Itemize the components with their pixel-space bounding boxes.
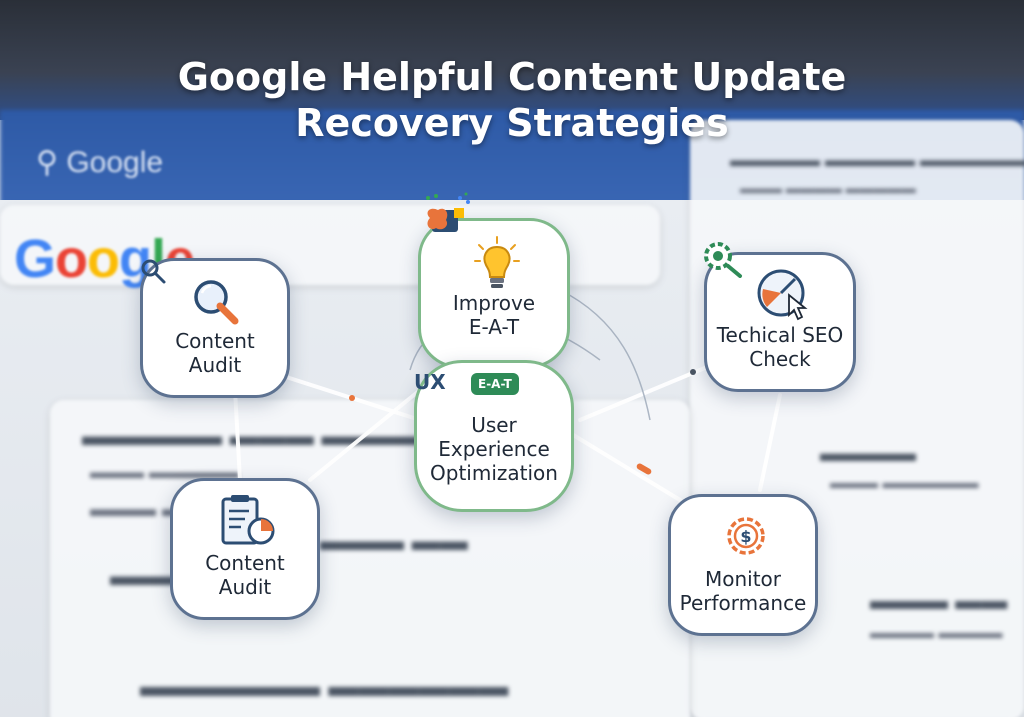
node-label: Content Audit xyxy=(175,329,255,377)
ux-mark: UX xyxy=(414,370,446,394)
sparkle-puzzle-icon xyxy=(426,192,470,232)
gauge-cursor-icon xyxy=(757,269,808,321)
node-technical-seo[interactable]: Techical SEO Check xyxy=(704,252,856,392)
dollar-gear-icon: $ xyxy=(727,517,765,555)
bg-blurred-heading-3: ▬▬▬ ▬▬ xyxy=(320,525,468,556)
page-title: Google Helpful Content Update Recovery S… xyxy=(0,54,1024,146)
link-dash-orange xyxy=(636,463,652,475)
bg-blurred-side-5: ▬▬▬ ▬▬ xyxy=(870,585,1008,615)
checklist-chart-icon xyxy=(221,495,275,545)
magnifier-icon xyxy=(194,280,239,325)
link-dot-1 xyxy=(349,395,355,401)
node-ux-optimization[interactable]: E-A-T User Experience Optimization xyxy=(414,360,574,512)
node-label: Improve E-A-T xyxy=(452,291,536,339)
bg-blurred-heading-4: ▬▬▬▬▬▬ ▬▬▬▬▬▬ xyxy=(140,670,509,703)
bg-blurred-line-1: ▬▬▬ ▬▬▬▬▬ xyxy=(90,462,240,482)
bg-blurred-side-3: ▬▬▬▬ xyxy=(820,440,916,467)
link-audit2-to-ux xyxy=(308,388,422,482)
svg-text:$: $ xyxy=(740,527,751,546)
lightbulb-icon xyxy=(474,236,520,288)
title-line-2: Recovery Strategies xyxy=(295,101,729,145)
node-content-audit-bottom[interactable]: Content Audit xyxy=(170,478,320,620)
node-label: Techical SEO Check xyxy=(716,323,844,371)
link-seo-to-monitor xyxy=(758,393,782,492)
link-ux-to-monitor xyxy=(563,428,682,502)
node-label: User Experience Optimization xyxy=(430,413,558,485)
bg-blurred-side-1: ▬▬▬▬▬ ▬▬▬▬▬ ▬▬▬▬▬▬ xyxy=(730,150,1024,170)
node-label: Content Audit xyxy=(205,551,285,599)
link-arc-2 xyxy=(559,289,651,421)
bg-results-card xyxy=(50,400,690,717)
bg-search-icon: ⚲ xyxy=(36,146,67,179)
link-ux-to-seo xyxy=(578,363,714,422)
node-improve-eat[interactable]: Improve E-A-T xyxy=(418,218,570,368)
link-audit-to-audit xyxy=(233,388,242,482)
eat-badge: E-A-T xyxy=(471,373,519,395)
bg-blurred-side-6: ▬▬▬▬ ▬▬▬▬ xyxy=(870,625,1003,642)
bg-blurred-side-2: ▬▬▬ ▬▬▬▬ ▬▬▬▬▬ xyxy=(740,180,916,196)
title-line-1: Google Helpful Content Update xyxy=(177,55,847,99)
bg-google-wordmark-small: ⚲ Google xyxy=(36,146,164,179)
link-dot-2 xyxy=(690,369,696,375)
bg-blurred-side-4: ▬▬▬ ▬▬▬▬▬▬ xyxy=(830,475,979,492)
search-mini-icon xyxy=(141,259,166,284)
node-label: Monitor Performance xyxy=(679,567,807,615)
gear-search-icon xyxy=(704,242,742,278)
node-monitor-performance[interactable]: $ Monitor Performance xyxy=(668,494,818,636)
browser-top-bar xyxy=(0,0,1024,120)
